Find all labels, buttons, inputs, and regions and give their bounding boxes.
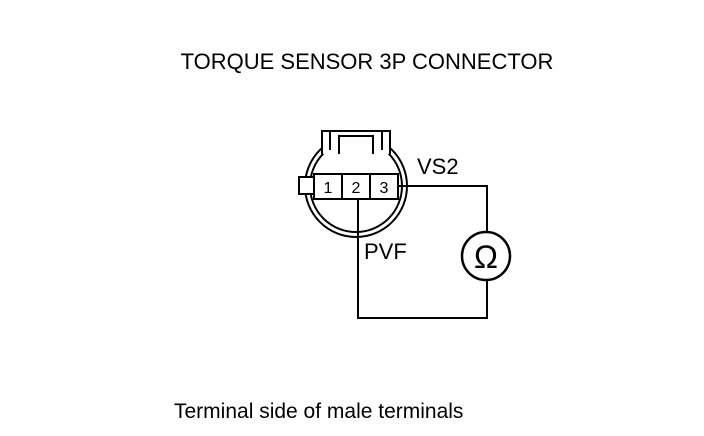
diagram-caption: Terminal side of male terminals <box>174 400 464 423</box>
wire-label-pvf: PVF <box>364 239 407 264</box>
diagram-title: TORQUE SENSOR 3P CONNECTOR <box>180 49 554 74</box>
connector-lock-tab <box>321 130 391 154</box>
meter-wires <box>357 185 488 319</box>
meter-symbol: Ω <box>474 239 498 275</box>
wire-terminal-3 <box>398 185 488 232</box>
terminal-2-label: 2 <box>352 180 361 197</box>
terminal-block <box>313 173 399 200</box>
connector-key <box>298 176 315 195</box>
wire-terminal-2 <box>357 199 488 319</box>
terminal-3-label: 3 <box>380 180 389 197</box>
connector-lock-tab-inner <box>338 135 374 154</box>
connector-3p-icon <box>298 130 408 238</box>
terminal-1-label: 1 <box>324 180 333 197</box>
meter-circle <box>460 230 512 282</box>
ohmmeter-icon: Ω <box>460 230 512 282</box>
wire-label-vs2: VS2 <box>417 154 459 179</box>
